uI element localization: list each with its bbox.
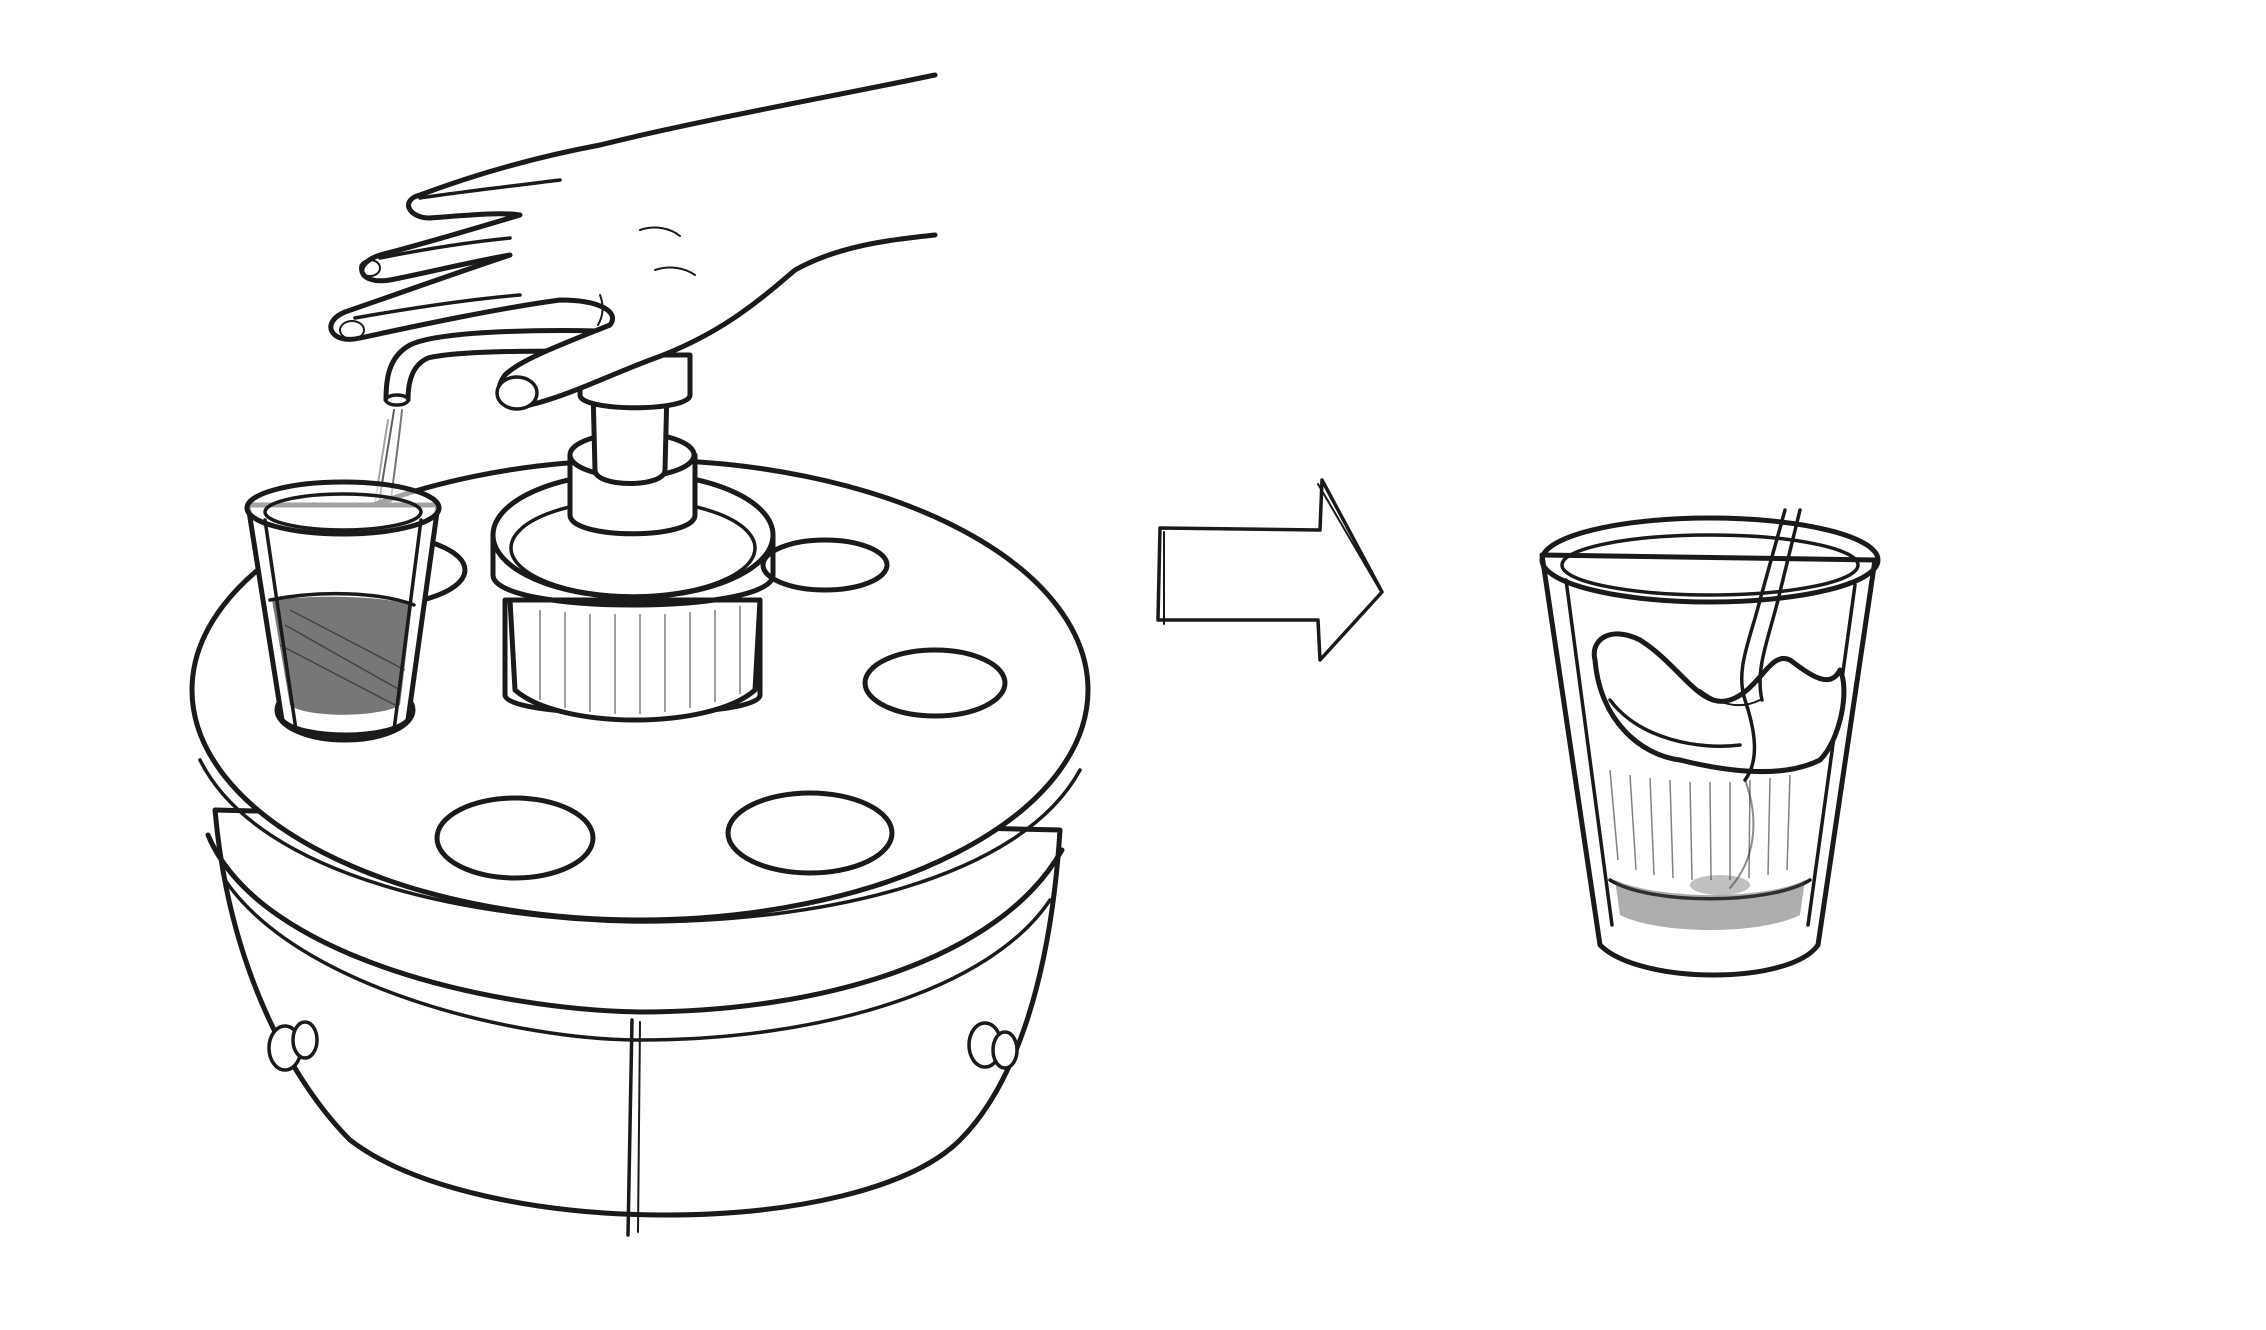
hand-icon (328, 72, 938, 411)
cup-icon (1539, 515, 1881, 978)
dispenser-station (189, 72, 1091, 1237)
cup-hole (862, 647, 1008, 719)
pump-dispenser-icon (383, 328, 776, 723)
filled-cup-stage (1539, 508, 1881, 978)
knob-left-icon (267, 1020, 319, 1072)
stirring-straw-icon (1690, 508, 1802, 895)
cup-hole (760, 537, 890, 593)
cup-hole (725, 790, 895, 876)
right-arrow-icon (1156, 478, 1384, 662)
cup-hole (434, 795, 596, 881)
knob-right-icon (967, 1021, 1019, 1070)
cup-icon (244, 479, 442, 738)
